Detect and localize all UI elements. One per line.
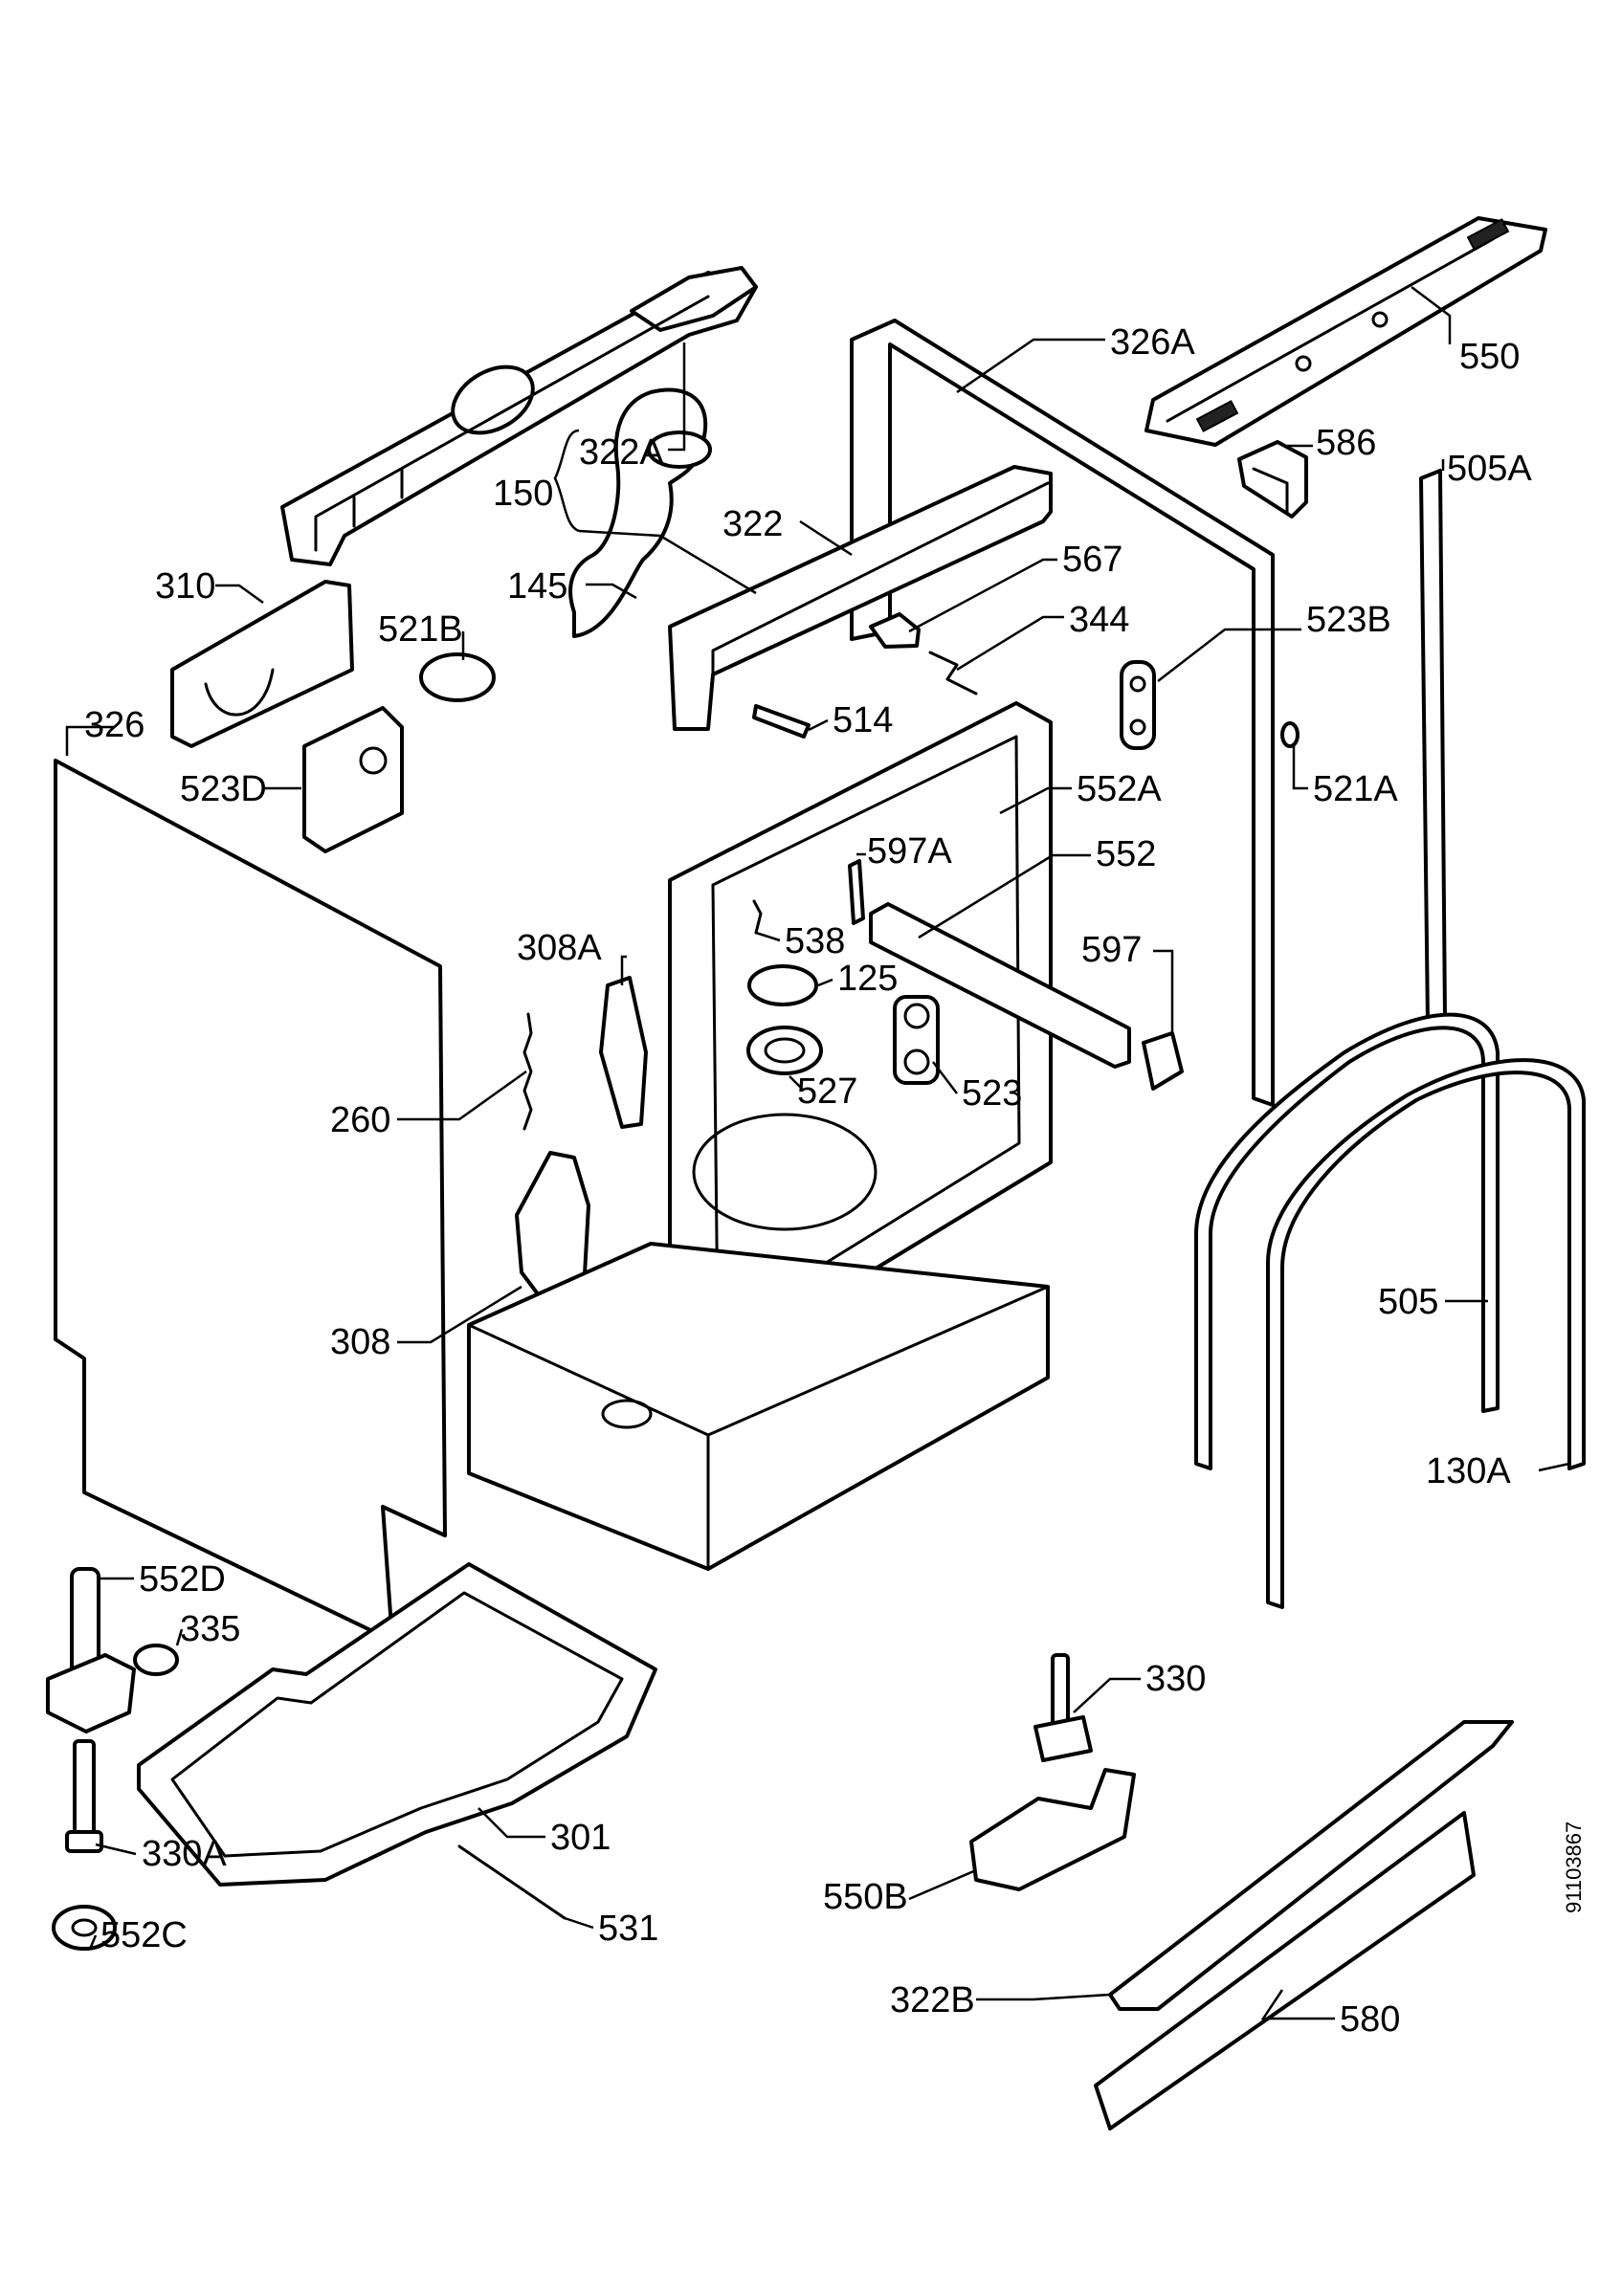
part-322A-top-assembly xyxy=(280,266,758,566)
part-521B-cap xyxy=(419,652,496,702)
label-521A: 521A xyxy=(1313,769,1398,809)
part-330A-screw xyxy=(65,1739,103,1853)
label-145: 145 xyxy=(507,566,567,607)
part-527-nut xyxy=(746,1026,823,1075)
label-586: 586 xyxy=(1316,423,1376,463)
label-521B: 521B xyxy=(378,609,463,650)
part-labels: 322A 150 326A 550 586 505A 322 567 310 1… xyxy=(84,322,1586,2040)
label-567: 567 xyxy=(1062,540,1122,580)
label-326A: 326A xyxy=(1110,322,1195,363)
label-505A: 505A xyxy=(1447,449,1532,489)
part-326A-back-panel xyxy=(850,319,1275,1107)
part-531-rod xyxy=(457,1844,567,1920)
label-308A: 308A xyxy=(517,928,602,968)
label-523B: 523B xyxy=(1306,600,1391,640)
label-344: 344 xyxy=(1069,600,1129,640)
label-505: 505 xyxy=(1378,1282,1438,1322)
label-150: 150 xyxy=(493,474,553,514)
part-308A-hinge xyxy=(599,976,648,1129)
label-335: 335 xyxy=(180,1609,240,1649)
part-552C-washer xyxy=(52,1905,117,1951)
part-260-spring xyxy=(522,1012,533,1131)
part-586-bracket xyxy=(1237,440,1308,519)
label-330A: 330A xyxy=(142,1834,227,1874)
part-505-seal xyxy=(1194,1012,1500,1470)
part-580-strip xyxy=(1094,1811,1476,2130)
part-326-side-panel xyxy=(54,759,447,1643)
leader-lines xyxy=(65,286,1570,2020)
part-308-hinge xyxy=(515,1151,590,1313)
label-523: 523 xyxy=(962,1073,1022,1114)
label-523D: 523D xyxy=(180,769,267,809)
part-597-clip xyxy=(1142,1031,1184,1091)
part-523-valve xyxy=(893,995,940,1085)
part-521A-plug xyxy=(1280,721,1300,748)
label-550B: 550B xyxy=(823,1877,908,1917)
label-552A: 552A xyxy=(1077,769,1162,809)
label-597A: 597A xyxy=(867,831,952,872)
label-301: 301 xyxy=(550,1818,611,1858)
label-260: 260 xyxy=(330,1100,390,1140)
label-580: 580 xyxy=(1340,1999,1400,2040)
part-523D-box xyxy=(302,706,404,853)
label-514: 514 xyxy=(833,700,893,740)
label-330: 330 xyxy=(1145,1659,1206,1699)
part-552D-foot xyxy=(46,1567,136,1733)
label-322A: 322A xyxy=(579,432,664,473)
part-597A-clip xyxy=(848,859,865,925)
part-567-clip xyxy=(869,612,921,649)
label-130A: 130A xyxy=(1426,1451,1511,1491)
part-322-crossbar xyxy=(668,465,1053,731)
label-552C: 552C xyxy=(100,1915,188,1955)
part-310 xyxy=(170,580,354,748)
part-322B-rail xyxy=(1108,1720,1514,2011)
part-523B-plate xyxy=(1120,660,1156,750)
part-538-screw xyxy=(752,899,763,935)
label-597: 597 xyxy=(1081,930,1142,970)
label-125: 125 xyxy=(837,959,898,999)
part-330-screw xyxy=(1033,1653,1093,1762)
label-527: 527 xyxy=(797,1071,857,1112)
label-552: 552 xyxy=(1096,834,1156,874)
label-322B: 322B xyxy=(890,1980,975,2020)
label-322: 322 xyxy=(722,504,783,544)
label-326: 326 xyxy=(84,705,144,745)
label-308: 308 xyxy=(330,1322,390,1362)
part-335-nut xyxy=(133,1644,179,1676)
drawing-code: 91103867 xyxy=(1562,1821,1586,1913)
label-538: 538 xyxy=(785,921,845,961)
part-344-spring xyxy=(928,651,978,695)
label-552D: 552D xyxy=(139,1559,226,1600)
label-310: 310 xyxy=(155,566,215,607)
part-130A-seal xyxy=(1266,1058,1586,1609)
part-base-frame xyxy=(467,1242,1050,1571)
label-531: 531 xyxy=(598,1909,658,1949)
part-125-ring xyxy=(747,964,818,1006)
part-505A-strip xyxy=(1419,469,1447,1026)
label-550: 550 xyxy=(1459,337,1520,377)
part-552-rail xyxy=(869,902,1131,1069)
part-514-pin xyxy=(752,704,811,739)
part-550B-bracket xyxy=(969,1768,1136,1891)
part-145-hose xyxy=(568,387,712,638)
part-550-top-rail xyxy=(1144,216,1547,447)
part-301-tray xyxy=(137,1562,657,1887)
